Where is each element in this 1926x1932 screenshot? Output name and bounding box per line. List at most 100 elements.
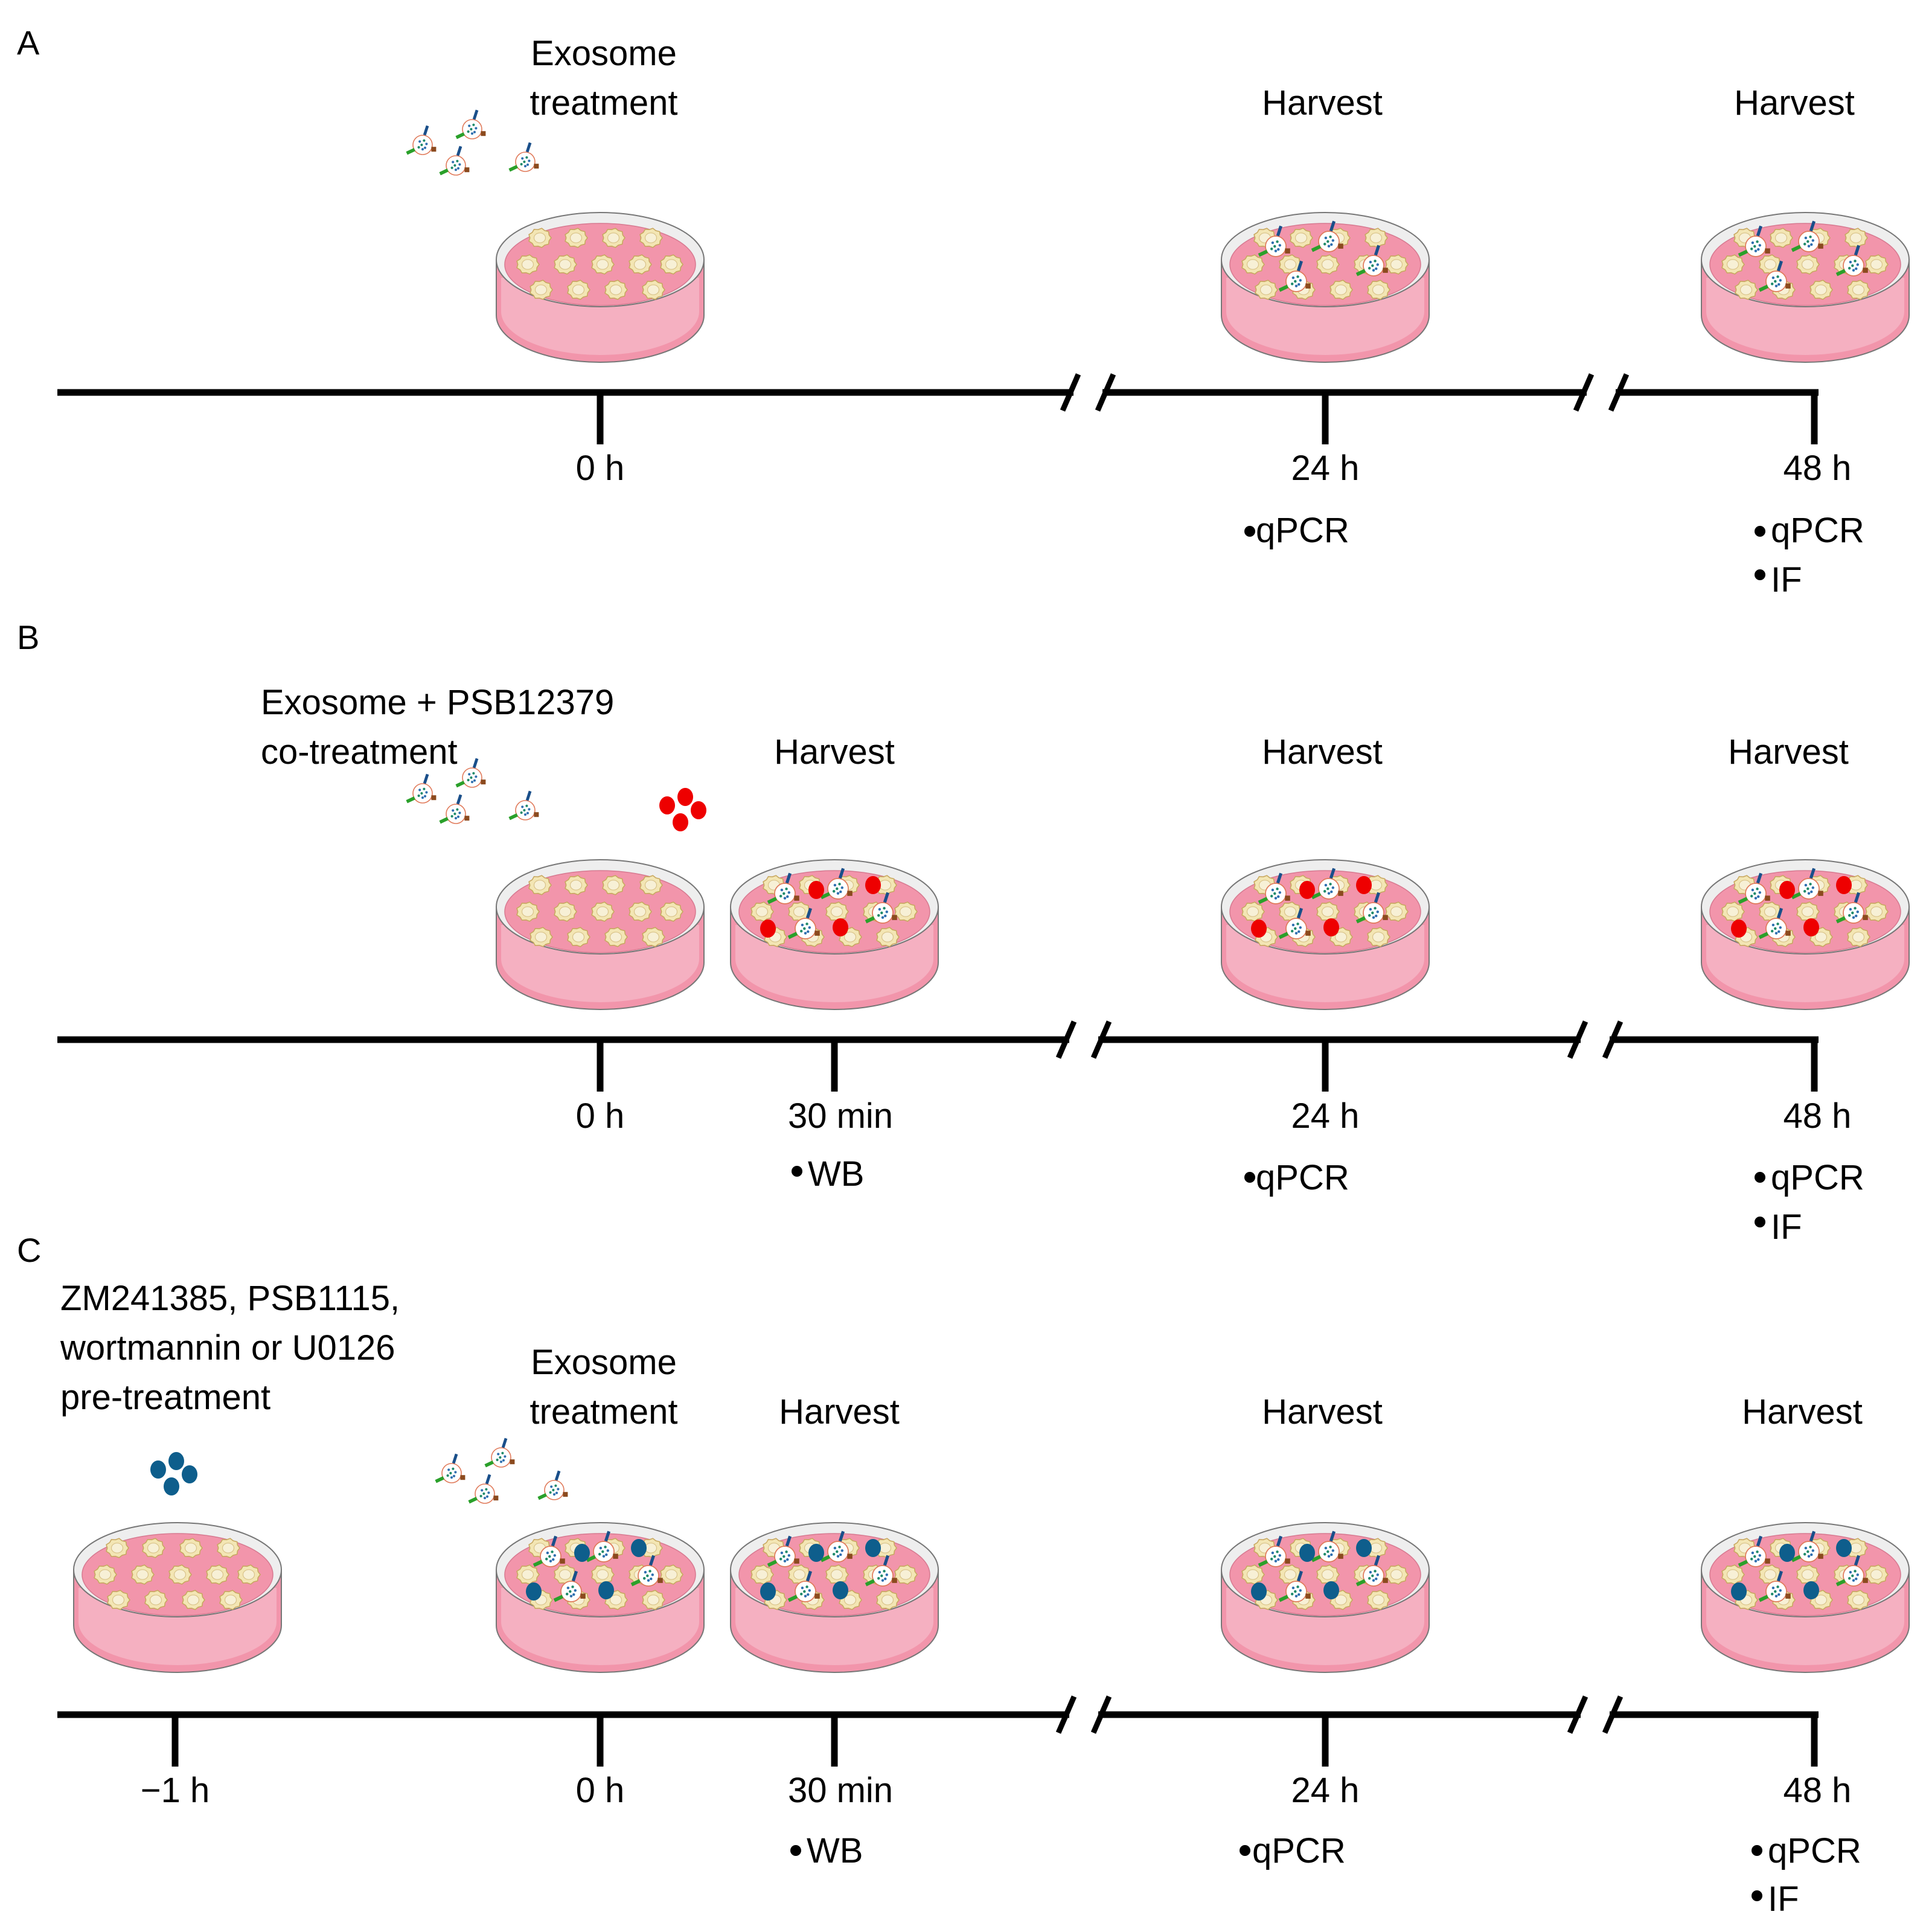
- panel-c-f2-exosome-marker-navy: [485, 1474, 491, 1485]
- panel-a-0h-c6-cell-icon: [591, 254, 615, 275]
- panel-b-24h-e3-exosome-icon: [1355, 892, 1388, 924]
- panel-c-0h-c6-cell-nucleus: [596, 1569, 609, 1580]
- panel-b-48h-e2-exosome-cargo-5: [1770, 930, 1774, 933]
- panel-b-48h-e1-exosome-marker-brown: [1818, 891, 1823, 896]
- panel-b-axis-break-icon-0-b: [1090, 1020, 1112, 1059]
- panel-a-48h-c4-cell-nucleus: [1726, 259, 1739, 270]
- panel-c-assay-48h-qpcr: qPCR: [1768, 1831, 1861, 1870]
- panel-b-30min-e2-exosome-marker-brown: [814, 930, 820, 936]
- panel-a-axis-break-icon-0-b: [1095, 373, 1116, 412]
- panel-c-30min-e3-exosome-icon: [865, 1555, 897, 1587]
- panel-b-30min-c6-cell-icon: [825, 901, 849, 922]
- panel-c-0h-e2-exosome-marker-brown: [580, 1593, 586, 1599]
- panel-a-0h-c1-cell-nucleus: [569, 232, 583, 243]
- panel-b-f2-exosome-marker-green: [439, 817, 449, 824]
- panel-b-bullet-0: [792, 1166, 802, 1177]
- panel-b-48h-e2-exosome-cargo-1: [1776, 923, 1779, 926]
- panel-a-48h-e3-exosome-cargo-2: [1856, 263, 1860, 266]
- panel-c-0h-e0-exosome-cargo-2: [553, 1554, 557, 1557]
- panel-c-0h-e2-exosome-cargo-3: [569, 1590, 572, 1593]
- panel-c-24h-e2-exosome-cargo-5: [1290, 1593, 1294, 1596]
- panel-a-48h-c9-cell-nucleus: [1739, 284, 1753, 295]
- panel-c-48h-e1-exosome-cargo-3: [1806, 1550, 1809, 1553]
- panel-a-48h-e3-exosome-cargo-5: [1848, 267, 1851, 270]
- panel-b-f3-exosome-membrane: [515, 800, 536, 820]
- panel-b-f2-exosome-cargo-1: [456, 808, 459, 811]
- panel-b-f0-exosome-membrane: [412, 783, 433, 804]
- panel-c-d0: [150, 1460, 166, 1479]
- panel-b-f0-exosome-icon: [406, 773, 437, 804]
- panel-c-timeline: [57, 1695, 1819, 1901]
- panel-a-axis-break-gap-1: [1587, 384, 1616, 401]
- panel-b-24h-e3-exosome-cargo-6: [1372, 916, 1375, 919]
- panel-c-48h-e0-exosome-marker-brown: [1765, 1558, 1770, 1564]
- panel-c-0h-e3-exosome-cargo-2: [651, 1573, 654, 1576]
- panel-b-f3-exosome-marker-brown: [534, 812, 539, 817]
- panel-a-0h-c9-cell-nucleus: [534, 284, 548, 295]
- panel-b-48h-c4-cell-icon: [1721, 901, 1745, 922]
- panel-b-48h-c3-cell-nucleus: [1849, 880, 1863, 891]
- panel-b-0h-c8-cell-nucleus: [665, 906, 678, 917]
- panel-a-48h-c12-cell-icon: [1847, 280, 1870, 300]
- panel-b-assay-30min-wb: WB: [808, 1154, 865, 1194]
- panel-b-30min-e3-exosome-cargo-3: [880, 911, 883, 915]
- panel-c-d1: [168, 1452, 184, 1470]
- panel-c-f2-exosome-cargo-0: [481, 1489, 484, 1492]
- panel-c-30min-inhibitor-drop-icon-3: [833, 1581, 848, 1599]
- panel-b-24h-e1-exosome-cargo-0: [1324, 883, 1328, 887]
- panel-b-48h-e3-exosome-cargo-3: [1851, 911, 1854, 915]
- panel-b-48h-e3-exosome-cargo-4: [1855, 914, 1858, 918]
- panel-c-0h-e2-exosome-cargo-4: [572, 1593, 575, 1596]
- panel-c-0h-inhibitor-drop-icon-2: [526, 1582, 542, 1601]
- panel-a-48h-e3-exosome-cargo-6: [1852, 269, 1855, 272]
- panel-c-f0-exosome-cargo-6: [450, 1476, 453, 1479]
- panel-c-30min-e2-exosome-marker-navy: [805, 1570, 813, 1582]
- panel-c-30min-c12-cell-nucleus: [881, 1595, 894, 1605]
- panel-b-24h-e0-exosome-marker-navy: [1276, 872, 1283, 884]
- panel-a-24h-e0-exosome-marker-green: [1258, 249, 1269, 257]
- panel-a-timeline: [57, 373, 1819, 580]
- panel-c-30min-e0-exosome-marker-green: [767, 1559, 778, 1567]
- panel-c-48h-c6-cell-icon: [1796, 1564, 1820, 1585]
- panel-a-48h-e0-exosome-marker-navy: [1756, 225, 1763, 237]
- panel-b-0h-c5-cell-icon: [554, 901, 577, 922]
- panel-a-48h-e3-exosome-marker-navy: [1854, 245, 1861, 256]
- panel-a-48h-e0-exosome-cargo-4: [1757, 248, 1760, 251]
- panel-c-minus1h-c9-cell-nucleus: [112, 1595, 125, 1605]
- panel-b-48h-e3-exosome-marker-brown: [1863, 915, 1868, 920]
- panel-c-48h-e1-exosome-cargo-5: [1803, 1553, 1806, 1556]
- panel-c-30min-e2-exosome-cargo-5: [799, 1593, 803, 1596]
- panel-b-48h-psb12379-drop-icon-2: [1731, 920, 1747, 938]
- panel-b-48h-e0-exosome-cargo-0: [1751, 888, 1755, 892]
- panel-b-assay-48h-qpcr: qPCR: [1771, 1158, 1864, 1197]
- panel-a-24h-e1-exosome-cargo-1: [1329, 235, 1332, 238]
- panel-c-assay-30min-wb: WB: [807, 1831, 863, 1870]
- panel-c-48h-e1-exosome-marker-green: [1791, 1555, 1802, 1563]
- panel-b-24h-e1-exosome-cargo-3: [1326, 887, 1329, 891]
- panel-b-48h-e3-exosome-marker-green: [1835, 916, 1846, 924]
- panel-c-24h-e2-exosome-cargo-3: [1294, 1590, 1297, 1593]
- panel-c-30min-e2-exosome-marker-green: [787, 1595, 798, 1602]
- panel-b-30min-psb12379-drop-icon-0: [808, 881, 824, 899]
- panel-b-24h-e2-exosome-cargo-5: [1290, 930, 1294, 933]
- panel-b-30min-e2-exosome-cargo-1: [805, 923, 808, 926]
- panel-c-f0-exosome-marker-brown: [460, 1475, 466, 1480]
- panel-c-30min-c6-cell-icon: [825, 1564, 849, 1585]
- panel-c-f1-exosome-cargo-0: [497, 1453, 500, 1456]
- panel-c-f0-exosome-cargo-2: [454, 1471, 457, 1474]
- panel-c-30min-e0-exosome-cargo-0: [780, 1551, 784, 1555]
- panel-c-0h-e0-exosome-cargo-1: [551, 1550, 554, 1553]
- panel-b-f2-exosome-icon: [439, 794, 470, 824]
- panel-a-48h-c3-cell-icon: [1844, 228, 1868, 248]
- panel-a-24h-e3-exosome-cargo-2: [1376, 263, 1380, 266]
- panel-c-f1-exosome-cargo-5: [496, 1458, 499, 1462]
- panel-c-minus1h-c2-cell-icon: [179, 1538, 203, 1558]
- panel-b-0h-c8-cell-icon: [660, 901, 683, 922]
- panel-c-30min-e1-exosome-icon: [820, 1531, 853, 1563]
- panel-a-48h-e1-exosome-cargo-3: [1806, 240, 1809, 243]
- panel-c-24h-e3-exosome-icon: [1355, 1555, 1388, 1587]
- panel-a-48h-e0-exosome-icon: [1738, 225, 1770, 257]
- panel-b-f3-exosome-cargo-6: [523, 813, 527, 816]
- panel-a-48h-e3-exosome-cargo-0: [1849, 260, 1852, 264]
